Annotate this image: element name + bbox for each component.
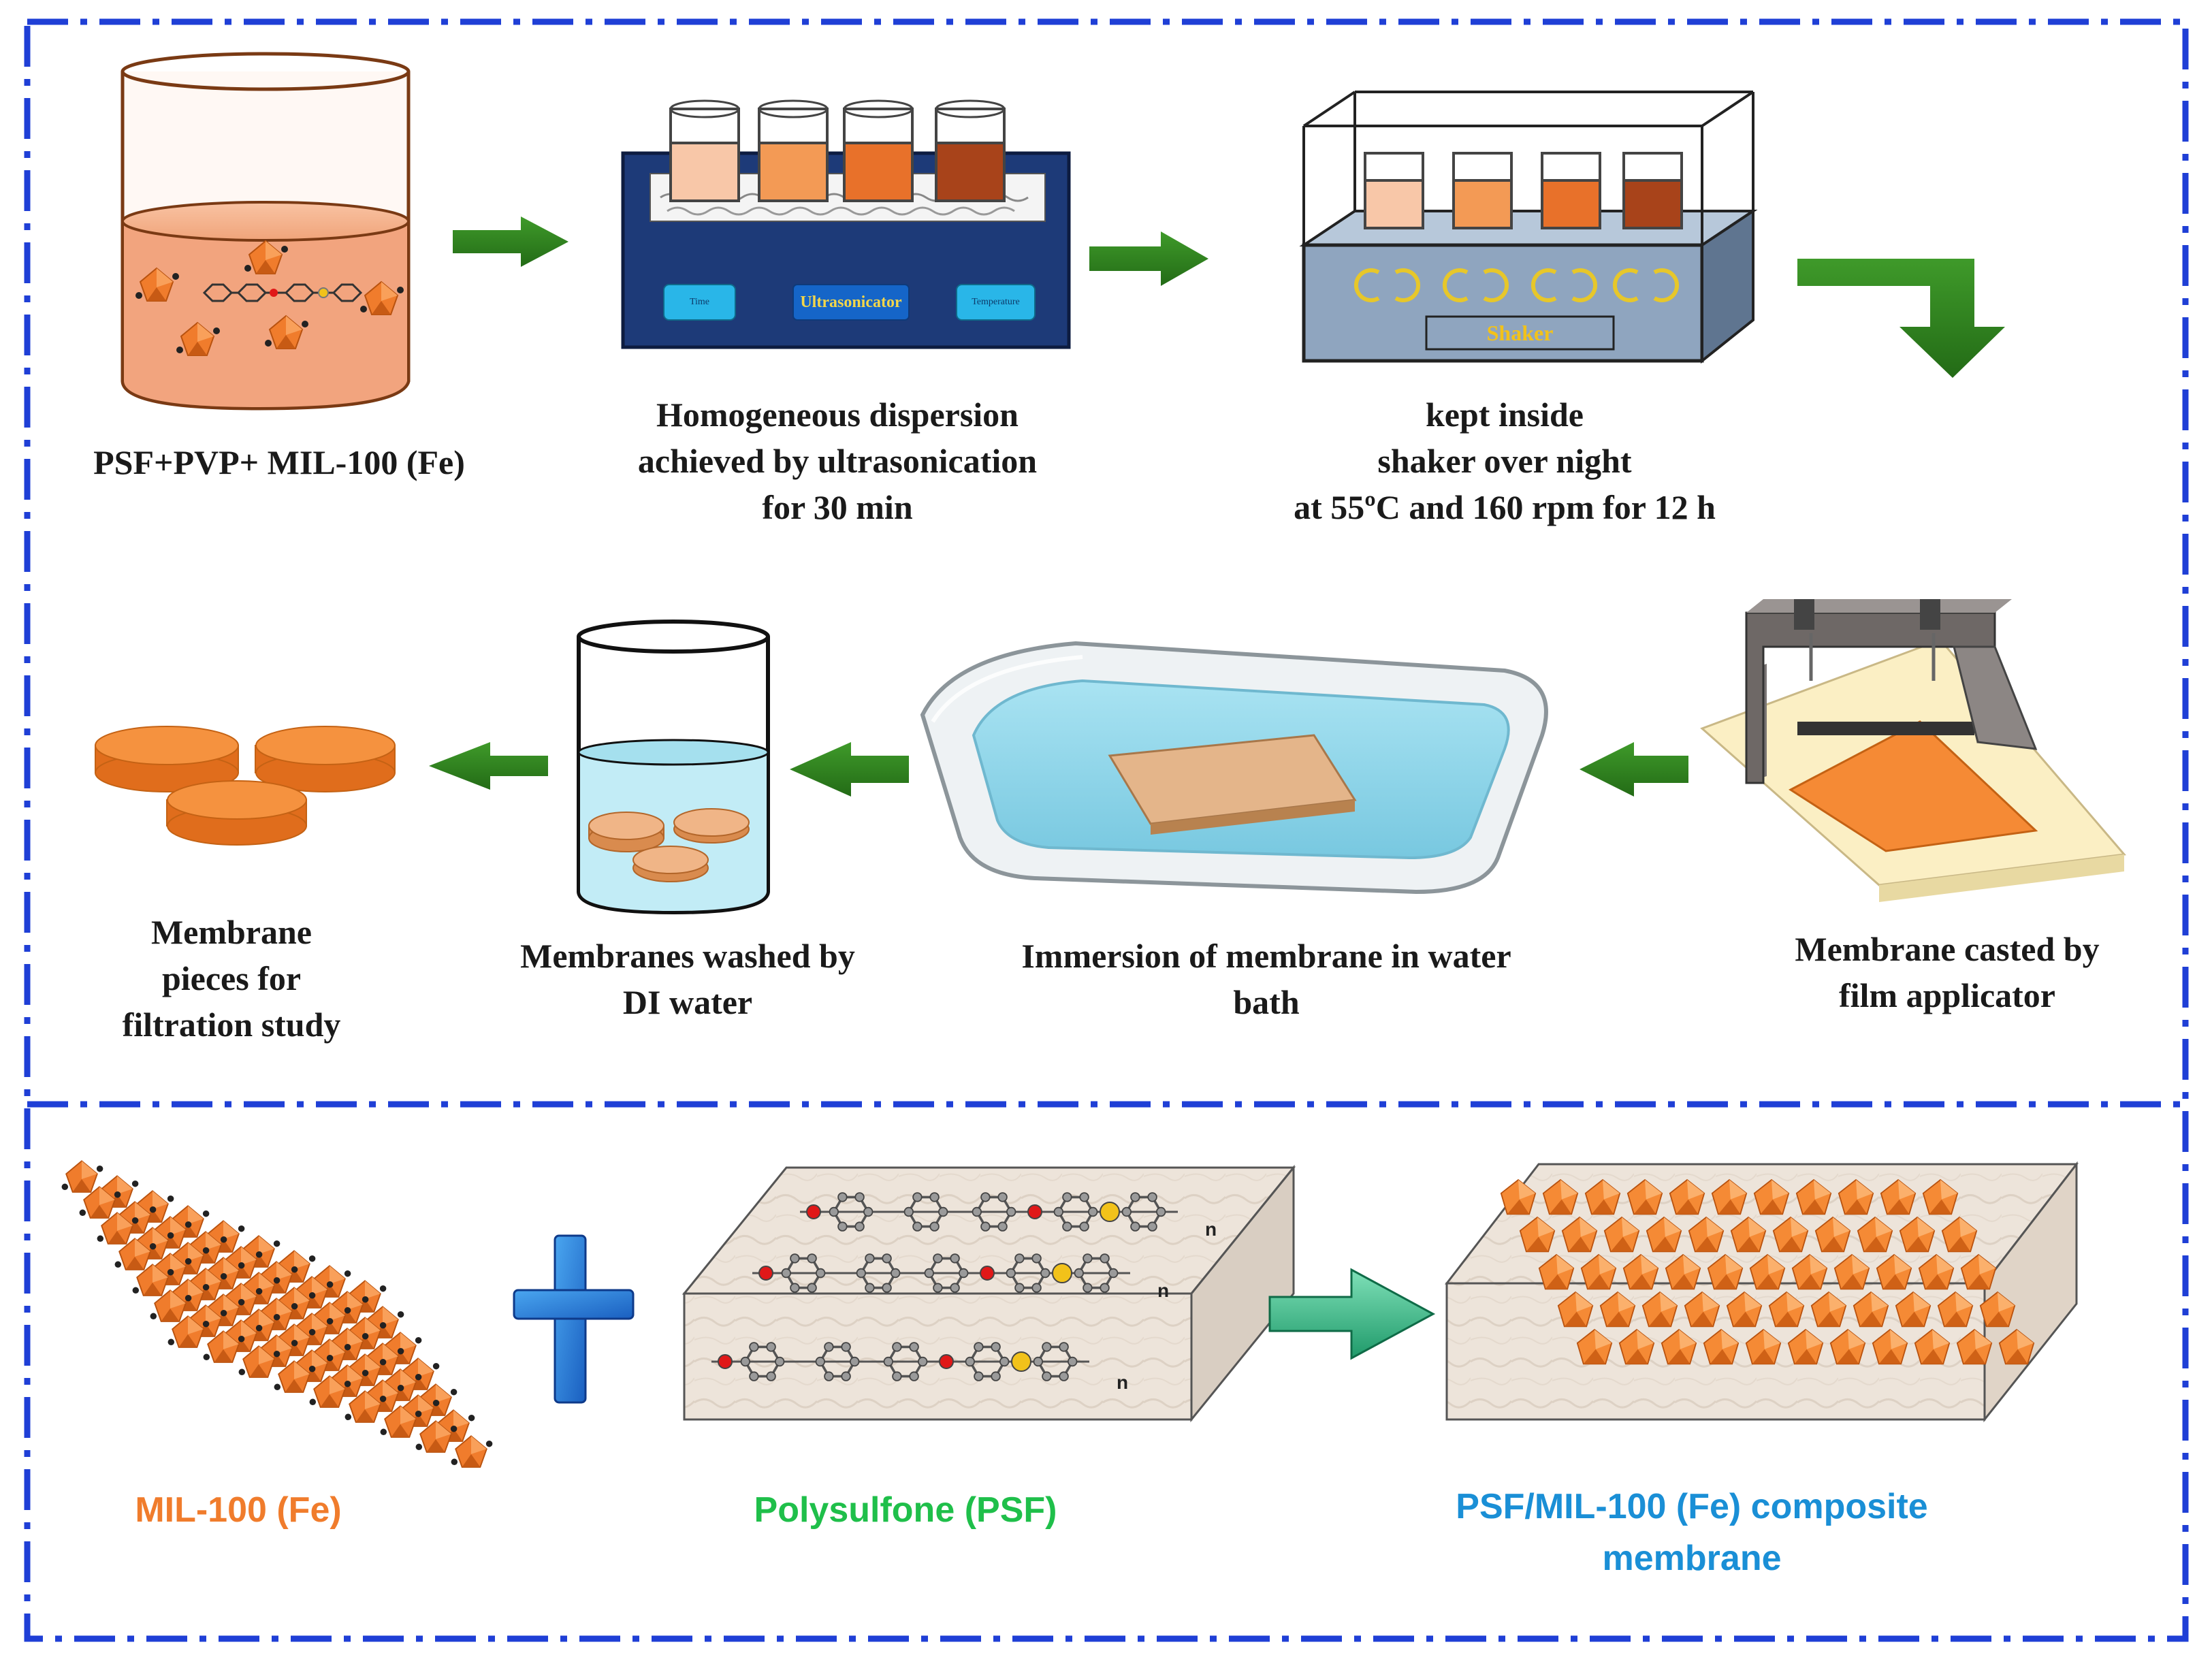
glass-tray-icon bbox=[920, 641, 1548, 895]
frame bbox=[24, 18, 2189, 1642]
ultrasonicator-left-button bbox=[663, 284, 736, 321]
caption-line: film applicator bbox=[1838, 976, 2056, 1014]
membrane-pieces-icon bbox=[95, 726, 396, 846]
membrane-disc-icon bbox=[166, 780, 307, 846]
caption-line: Immersion of membrane in water bbox=[1021, 937, 1511, 975]
ultrasonicator-icon bbox=[621, 99, 1071, 349]
arrow-left-icon bbox=[1580, 742, 1688, 797]
repeat-unit-label: n bbox=[1157, 1280, 1170, 1301]
caption-mixture: PSF+PVP+ MIL-100 (Fe) bbox=[54, 439, 504, 485]
caption-line: DI water bbox=[622, 983, 753, 1021]
caption-immersion: Immersion of membrane in water bath bbox=[933, 933, 1600, 1025]
membrane-disc-icon bbox=[588, 808, 750, 882]
arrow-left-icon bbox=[790, 742, 909, 797]
membrane-disc-icon bbox=[95, 726, 239, 792]
plus-icon bbox=[513, 1234, 635, 1404]
caption-line: at 55ºC and 160 rpm for 12 h bbox=[1294, 488, 1716, 526]
caption-line: Membrane casted by bbox=[1795, 930, 2100, 968]
caption-line: Homogeneous dispersion bbox=[656, 396, 1019, 434]
caption-line: pieces for bbox=[161, 959, 302, 997]
mof-crystal-icon bbox=[61, 1160, 494, 1468]
ultrasonicator-right-button bbox=[956, 284, 1036, 321]
caption-line: PSF+PVP+ MIL-100 (Fe) bbox=[93, 443, 465, 481]
caption-casting: Membrane casted by film applicator bbox=[1709, 926, 2185, 1018]
caption-line: Membranes washed by bbox=[520, 937, 855, 975]
label-line: MIL-100 (Fe) bbox=[135, 1490, 342, 1530]
ultrasonicator-left-button-label: Time bbox=[689, 297, 710, 307]
arrow-turn-down-icon bbox=[1797, 259, 2005, 378]
label-line: Polysulfone (PSF) bbox=[754, 1490, 1057, 1530]
caption-line: Membrane bbox=[150, 913, 312, 951]
arrow-right-icon bbox=[453, 216, 568, 267]
membrane-disc-icon bbox=[255, 726, 396, 792]
caption-line: kept inside bbox=[1425, 396, 1584, 434]
arrow-left-icon bbox=[429, 742, 548, 790]
shaker-label: Shaker bbox=[1486, 321, 1554, 345]
ultrasonicator-label: Ultrasonicator bbox=[800, 293, 902, 311]
washing-beaker-icon bbox=[577, 620, 770, 915]
label-line: PSF/MIL-100 (Fe) composite bbox=[1456, 1487, 1928, 1526]
label-mof: MIL-100 (Fe) bbox=[89, 1484, 388, 1536]
arrow-right-icon bbox=[1268, 1268, 1436, 1360]
caption-line: for 30 min bbox=[762, 488, 913, 526]
film-applicator-icon bbox=[1700, 599, 2126, 902]
arrow-right-icon bbox=[1089, 231, 1208, 286]
label-line: membrane bbox=[1602, 1539, 1782, 1578]
caption-line: filtration study bbox=[122, 1006, 341, 1044]
caption-line: achieved by ultrasonication bbox=[637, 442, 1038, 480]
shaker-label-plate bbox=[1425, 315, 1615, 351]
composite-block-icon bbox=[1444, 1161, 2079, 1423]
caption-line: bath bbox=[1233, 983, 1300, 1021]
ultrasonicator-label-plate bbox=[792, 284, 910, 321]
repeat-unit-label: n bbox=[1205, 1219, 1217, 1240]
polymer-block-icon bbox=[682, 1164, 1296, 1423]
caption-shaker: kept inside shaker over night at 55ºC an… bbox=[1212, 391, 1797, 530]
outer-frame bbox=[24, 18, 2189, 1642]
ultrasonicator-right-button-label: Temperature bbox=[972, 297, 1020, 307]
caption-washing: Membranes washed by DI water bbox=[449, 933, 926, 1025]
shaker-icon bbox=[1299, 91, 1758, 364]
caption-pieces: Membrane pieces for filtration study bbox=[61, 909, 402, 1048]
caption-line: shaker over night bbox=[1377, 442, 1632, 480]
label-composite: PSF/MIL-100 (Fe) composite membrane bbox=[1402, 1481, 1981, 1584]
beaker-icon bbox=[121, 52, 411, 411]
label-polymer: Polysulfone (PSF) bbox=[701, 1484, 1110, 1536]
repeat-unit-label: n bbox=[1117, 1372, 1129, 1393]
caption-ultrasonication: Homogeneous dispersion achieved by ultra… bbox=[558, 391, 1117, 530]
